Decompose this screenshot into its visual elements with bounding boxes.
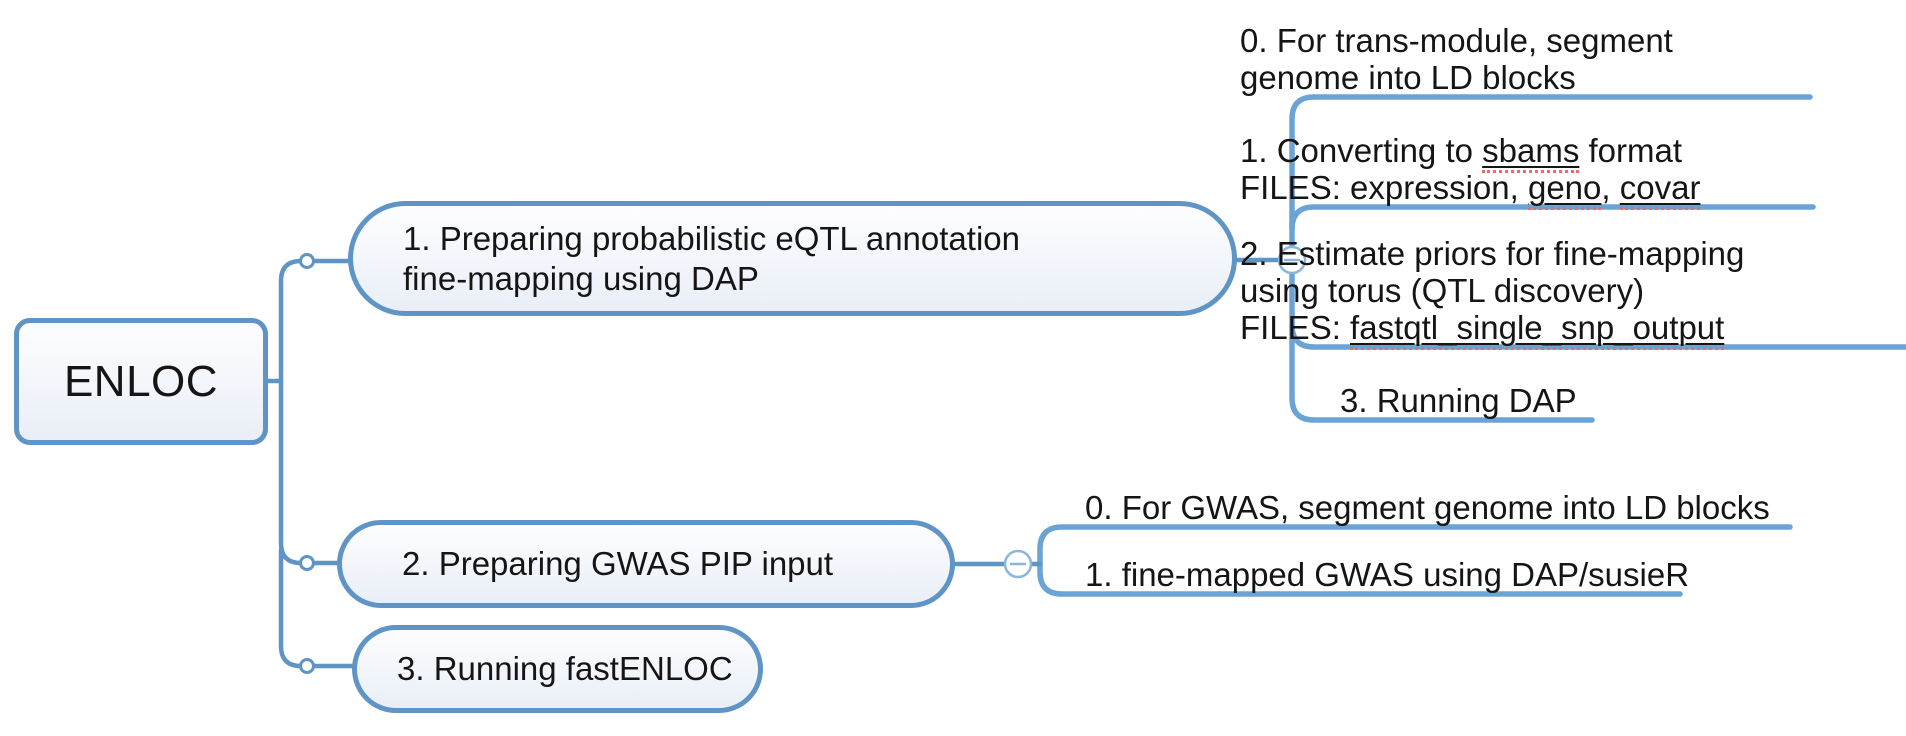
- subtopic-line: FILES: fastqtl_single_snp_output: [1240, 309, 1744, 350]
- subtopic-line: genome into LD blocks: [1240, 59, 1673, 96]
- connector-dot-branch1: [299, 253, 315, 269]
- subtopic-line: 0. For trans-module, segment: [1240, 22, 1673, 59]
- branch2-child-lines: [1037, 524, 1793, 597]
- subtopic-text: genome into LD blocks: [1240, 59, 1576, 96]
- topic-preparing-gwas-pip-input[interactable]: 2. Preparing GWAS PIP input: [337, 520, 955, 608]
- misspelled-word: sbams: [1482, 132, 1580, 173]
- subtopic-text: using torus (QTL discovery): [1240, 272, 1645, 309]
- subtopic-text: 1. fine-mapped GWAS using DAP/susieR: [1085, 556, 1690, 593]
- subtopic-text: 0. For trans-module, segment: [1240, 22, 1673, 59]
- topic-label-line: 1. Preparing probabilistic eQTL annotati…: [403, 219, 1020, 257]
- connector-dot-branch3: [299, 658, 315, 674]
- subtopic-text: ,: [1601, 169, 1620, 206]
- subtopic-text: 2. Estimate priors for fine-mapping: [1240, 235, 1745, 272]
- misspelled-word: covar: [1619, 169, 1701, 210]
- subtopic-line: 3. Running DAP: [1340, 382, 1577, 419]
- subtopic-line: 2. Estimate priors for fine-mapping: [1240, 235, 1744, 272]
- connector-dot-branch2: [299, 555, 315, 571]
- root-to-branch2-connector: [278, 378, 340, 566]
- branch1-child1-line: [1289, 204, 1816, 232]
- topic-running-fastenloc[interactable]: 3. Running fastENLOC: [352, 625, 763, 713]
- subtopic-estimate-priors-torus[interactable]: 2. Estimate priors for fine-mapping usin…: [1240, 235, 1744, 350]
- subtopic-text: 1. Converting to: [1240, 132, 1483, 169]
- subtopic-text: FILES:: [1240, 309, 1351, 346]
- root-topic-enloc[interactable]: ENLOC: [14, 318, 268, 445]
- branch1-child2-line: [1289, 322, 1906, 350]
- topic-preparing-eqtl-annotation[interactable]: 1. Preparing probabilistic eQTL annotati…: [348, 201, 1237, 316]
- subtopic-text: FILES: expression,: [1240, 169, 1528, 206]
- subtopic-fine-mapped-gwas[interactable]: 1. fine-mapped GWAS using DAP/susieR: [1085, 556, 1689, 593]
- root-topic-label: ENLOC: [63, 356, 219, 406]
- subtopic-gwas-segment-ld-blocks[interactable]: 0. For GWAS, segment genome into LD bloc…: [1085, 489, 1770, 526]
- subtopic-running-dap[interactable]: 3. Running DAP: [1340, 382, 1577, 419]
- subtopic-line: using torus (QTL discovery): [1240, 272, 1744, 309]
- collapse-button-branch2[interactable]: [1003, 549, 1033, 579]
- subtopic-segment-genome-ld-blocks[interactable]: 0. For trans-module, segment genome into…: [1240, 22, 1673, 96]
- subtopic-text: format: [1579, 132, 1683, 169]
- topic-label-line: 2. Preparing GWAS PIP input: [402, 545, 834, 582]
- subtopic-text: 0. For GWAS, segment genome into LD bloc…: [1085, 489, 1770, 526]
- subtopic-text: 3. Running DAP: [1340, 382, 1577, 419]
- topic-label-line: fine-mapping using DAP: [403, 259, 759, 297]
- misspelled-word: geno: [1527, 169, 1602, 210]
- subtopic-converting-sbams[interactable]: 1. Converting to sbams format FILES: exp…: [1240, 132, 1701, 210]
- subtopic-line: 1. Converting to sbams format: [1240, 132, 1700, 173]
- root-to-branch1-connector: [278, 258, 351, 384]
- misspelled-word: fastqtl_single_snp_output: [1350, 309, 1725, 350]
- collapse-button-branch1[interactable]: [1277, 245, 1307, 275]
- subtopic-line: FILES: expression, geno, covar: [1240, 169, 1701, 210]
- topic-label-line: 3. Running fastENLOC: [397, 650, 733, 687]
- subtopic-line: 1. fine-mapped GWAS using DAP/susieR: [1085, 556, 1689, 593]
- subtopic-line: 0. For GWAS, segment genome into LD bloc…: [1085, 489, 1770, 526]
